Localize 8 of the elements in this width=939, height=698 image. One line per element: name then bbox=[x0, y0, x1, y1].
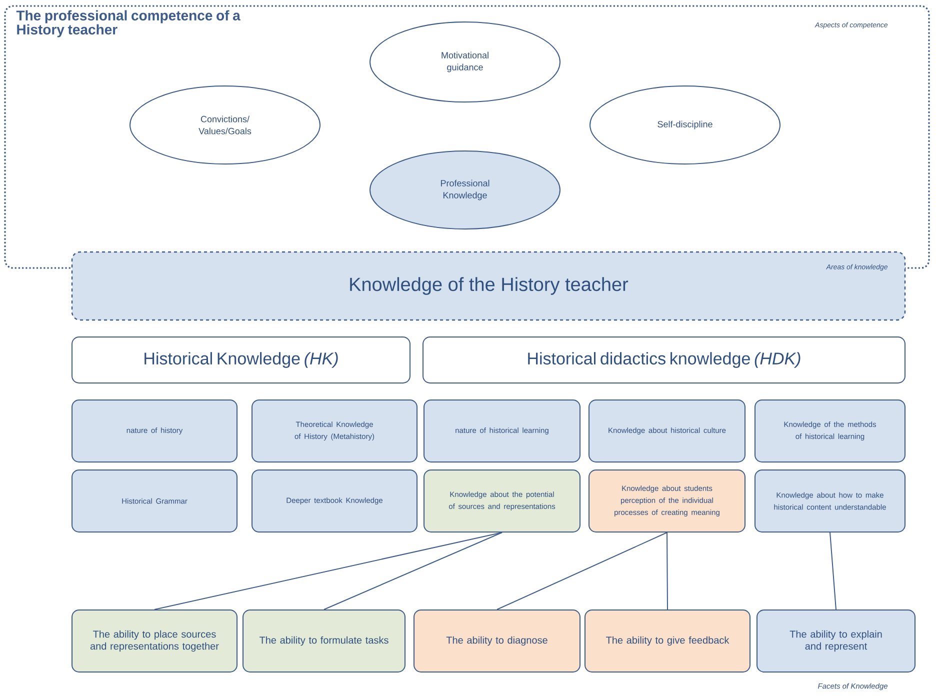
text-box: The ability to formulate tasks bbox=[242, 610, 406, 672]
text-box: Historical Knowledge (HK) bbox=[72, 336, 410, 384]
text-box: Historical didactics knowledge (HDK) bbox=[422, 336, 906, 384]
text-box: The ability to place sources and representations together bbox=[72, 610, 238, 672]
title: The professional competence of a History teacher bbox=[16, 10, 240, 38]
text-box: The ability to diagnose bbox=[414, 610, 580, 672]
text-box: The ability to give feedback bbox=[584, 610, 750, 672]
text-box: The ability to explain and represent bbox=[756, 610, 916, 672]
